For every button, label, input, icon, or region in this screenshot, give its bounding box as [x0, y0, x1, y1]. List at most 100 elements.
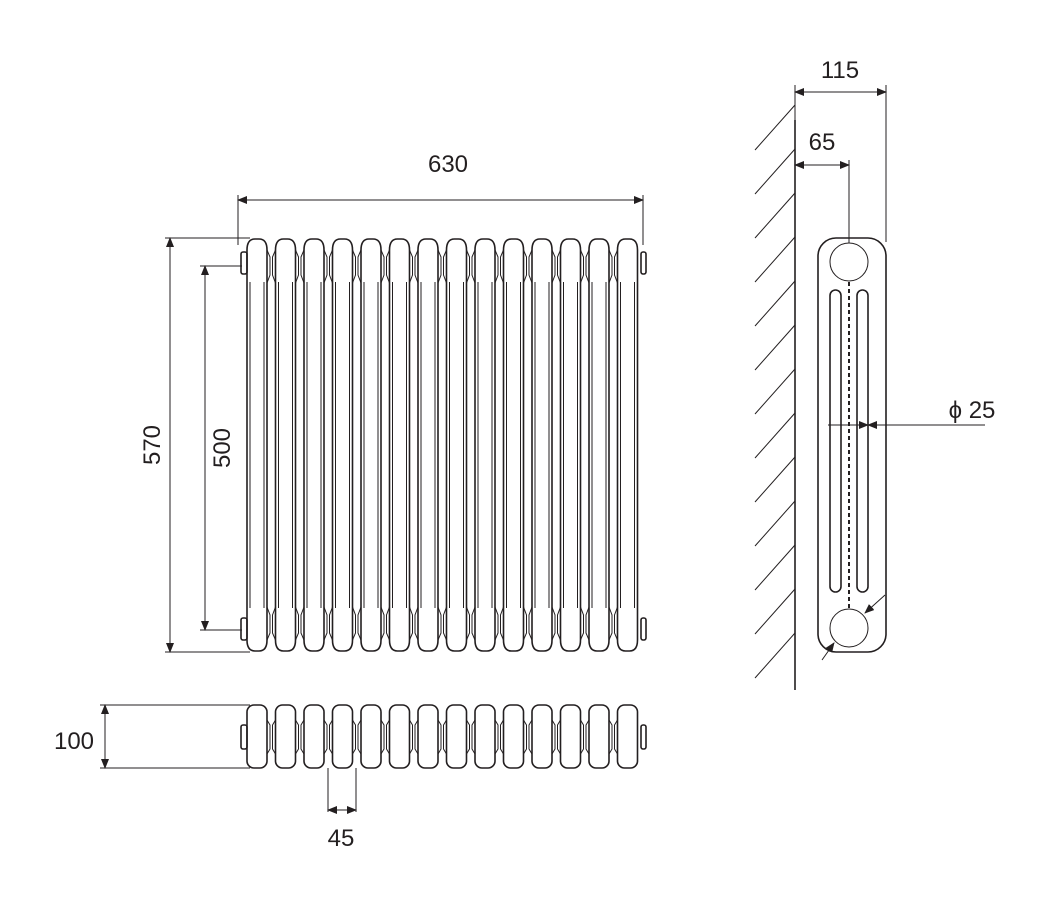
section-neck: [523, 606, 533, 641]
radiator-section: [388, 238, 411, 652]
pipe-centres-label: 500: [209, 428, 236, 468]
hatch-line: [754, 632, 796, 679]
section-neck: [466, 249, 476, 284]
section-neck: [409, 249, 419, 284]
radiator-section-side: [817, 237, 887, 653]
depth-label: 100: [54, 728, 94, 755]
section-neck: [295, 719, 305, 755]
section-neck: [437, 606, 447, 641]
radiator-section: [502, 238, 525, 652]
radiator-section-top: [274, 704, 297, 769]
section-neck: [580, 719, 590, 755]
section-neck: [523, 249, 533, 284]
hatch-line: [754, 324, 796, 371]
radiator-section: [474, 238, 496, 652]
section-neck: [466, 606, 476, 641]
radiator-section-top: [360, 704, 382, 769]
radiator-section-top: [445, 704, 468, 769]
radiator-section-top: [331, 704, 354, 769]
radiator-section: [303, 238, 325, 652]
side-view: ϕ 25 115 65: [754, 57, 996, 690]
section-neck: [608, 249, 618, 284]
hatch-line: [754, 192, 796, 239]
wall-depth-label: 115: [821, 57, 859, 84]
radiator-section: [616, 238, 639, 652]
radiator-section: [417, 238, 439, 652]
pipe-centres-dimension: 500: [200, 265, 242, 631]
section-neck: [608, 719, 618, 755]
section-neck: [580, 249, 590, 284]
section-neck: [380, 606, 390, 641]
section-neck: [266, 606, 276, 641]
radiator-section-top: [588, 704, 610, 769]
radiator-section-top: [303, 704, 325, 769]
pitch-label: 45: [328, 825, 355, 852]
section-neck: [266, 249, 276, 284]
radiator-section-top: [559, 704, 582, 769]
section-neck: [494, 719, 504, 755]
hatch-line: [754, 456, 796, 503]
radiator-section: [274, 238, 297, 652]
section-neck: [295, 249, 305, 284]
connection-label: ϕ 25: [949, 397, 996, 424]
slot-right: [856, 289, 869, 593]
plug-icon: [640, 617, 647, 641]
section-neck: [494, 606, 504, 641]
hatch-line: [754, 588, 796, 635]
section-neck: [551, 719, 561, 755]
section-neck: [380, 249, 390, 284]
section-neck: [380, 719, 390, 755]
section-neck: [437, 719, 447, 755]
height-label: 570: [139, 425, 166, 465]
width-label: 630: [428, 151, 468, 178]
radiator-section: [445, 238, 468, 652]
section-neck: [551, 606, 561, 641]
bottom-connection: [829, 608, 869, 648]
plug-icon: [640, 251, 647, 275]
section-neck: [323, 249, 333, 284]
section-neck: [352, 249, 362, 284]
top-connection: [829, 242, 869, 282]
slot-left: [829, 289, 842, 593]
section-neck: [523, 719, 533, 755]
hatch-line: [754, 280, 796, 327]
section-neck: [266, 719, 276, 755]
plug-icon: [240, 617, 248, 641]
radiator-section-top: [616, 704, 639, 769]
section-neck: [494, 249, 504, 284]
top-view: [240, 704, 647, 769]
section-neck: [437, 249, 447, 284]
radiator-section: [246, 238, 268, 652]
section-neck: [608, 606, 618, 641]
radiator-section: [531, 238, 553, 652]
hatch-line: [754, 148, 796, 195]
depth-dimension: 100: [54, 704, 250, 769]
radiator-section: [331, 238, 354, 652]
hatch-line: [754, 236, 796, 283]
hatch-line: [754, 544, 796, 591]
pitch-dimension: 45: [327, 768, 357, 852]
section-neck: [295, 606, 305, 641]
radiator-section-top: [502, 704, 525, 769]
section-neck: [551, 249, 561, 284]
radiator-section: [360, 238, 382, 652]
section-neck: [466, 719, 476, 755]
radiator-section-top: [388, 704, 411, 769]
section-neck: [323, 719, 333, 755]
width-dimension: 630: [237, 151, 644, 245]
section-neck: [352, 606, 362, 641]
hatch-line: [754, 104, 796, 151]
hatch-line: [754, 412, 796, 459]
radiator-section-top: [417, 704, 439, 769]
wall-hatching: [754, 104, 796, 679]
radiator-section: [559, 238, 582, 652]
height-dimension: 570: [139, 237, 250, 653]
section-neck: [580, 606, 590, 641]
front-view: [240, 238, 647, 652]
section-neck: [323, 606, 333, 641]
radiator-section-top: [531, 704, 553, 769]
section-neck: [409, 606, 419, 641]
radiator-section-top: [474, 704, 496, 769]
plug-icon: [640, 724, 647, 750]
